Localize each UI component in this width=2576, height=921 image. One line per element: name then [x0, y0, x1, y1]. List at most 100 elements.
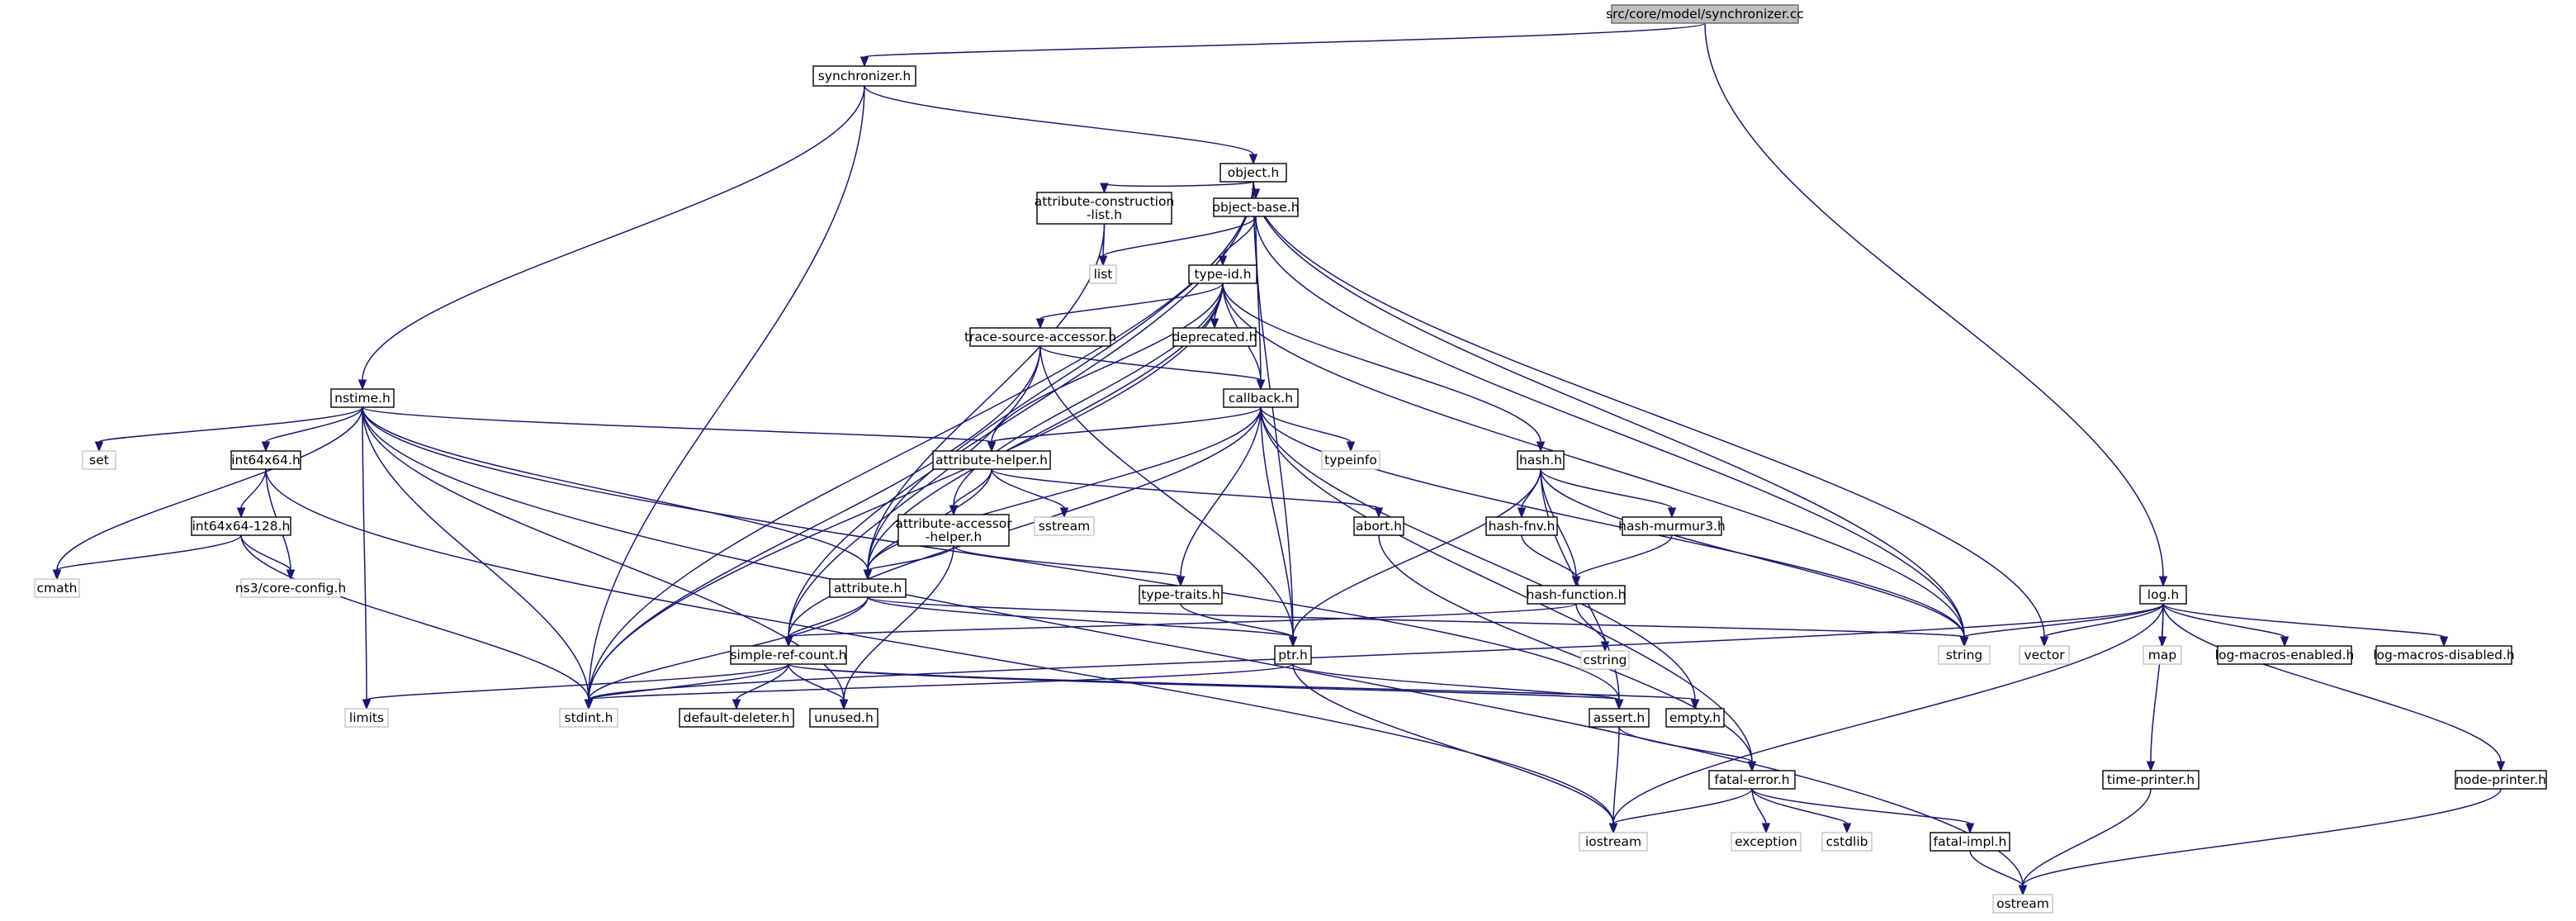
- node-root[interactable]: src/core/model/synchronizer.cc: [1606, 4, 1804, 24]
- node-defdel[interactable]: default-deleter.h: [679, 708, 794, 728]
- node-objectbase[interactable]: object-base.h: [1212, 197, 1300, 217]
- edge-int64x64-to-iostream: [265, 468, 1614, 824]
- node-attrhelper[interactable]: attribute-helper.h: [932, 450, 1051, 470]
- node-fatalerror[interactable]: fatal-error.h: [1708, 770, 1796, 790]
- node-typeid[interactable]: type-id.h: [1188, 264, 1257, 284]
- edge-hashmurmur-to-hashfunc: [1575, 534, 1673, 577]
- node-label-callback: callback.h: [1229, 391, 1293, 406]
- edge-callback-to-ptr: [1260, 406, 1294, 638]
- edge-fatalerror-to-cstdlib: [1751, 788, 1848, 824]
- node-hashfunc[interactable]: hash-function.h: [1527, 585, 1627, 605]
- node-box-typetraits: [1139, 585, 1223, 605]
- arrowhead-log-to-logdis: [2439, 636, 2449, 648]
- edge-simpleref-to-assert: [788, 663, 1620, 700]
- node-nstime[interactable]: nstime.h: [330, 388, 395, 408]
- arrowhead-root-to-log: [2158, 576, 2168, 587]
- edge-nstime-to-set: [98, 406, 363, 443]
- node-object[interactable]: object.h: [1219, 163, 1287, 183]
- arrowhead-assert-to-fatalerror: [1747, 761, 1757, 772]
- node-label-attribute: attribute.h: [834, 581, 902, 596]
- edge-object-to-attribute: [867, 181, 1254, 571]
- node-abort[interactable]: abort.h: [1353, 516, 1404, 536]
- node-simpleref[interactable]: simple-ref-count.h: [730, 645, 847, 665]
- node-box-attracc: [897, 514, 1010, 547]
- arrowhead-ptr-to-assert: [1614, 699, 1624, 710]
- node-hashmurmur[interactable]: hash-murmur3.h: [1618, 516, 1726, 536]
- edge-synchronizer-to-stdint: [588, 85, 865, 700]
- edge-nodeprinter-to-ostream: [2022, 788, 2502, 886]
- node-deprecated[interactable]: deprecated.h: [1172, 327, 1257, 347]
- node-label-timeprinter: time-printer.h: [2107, 772, 2195, 787]
- edge-simpleref-to-defdel: [736, 663, 789, 700]
- node-logdis[interactable]: log-macros-disabled.h: [2373, 645, 2515, 665]
- edge-typeid-to-string: [1222, 282, 1965, 638]
- node-hash[interactable]: hash.h: [1517, 450, 1565, 470]
- node-timeprinter[interactable]: time-printer.h: [2102, 770, 2200, 790]
- node-logen[interactable]: log-macros-enabled.h: [2215, 645, 2355, 665]
- node-box-int128: [191, 516, 291, 536]
- edge-log-to-iostream: [1612, 603, 2164, 824]
- node-label-typetraits: type-traits.h: [1141, 587, 1219, 602]
- arrowhead-log-to-logen: [2280, 636, 2290, 648]
- node-list: list: [1089, 264, 1117, 284]
- node-label-int64x64: int64x64.h: [231, 453, 301, 468]
- node-label-cmath: cmath: [36, 581, 77, 596]
- edge-attrhelper-to-sstream: [991, 468, 1065, 509]
- node-ptr[interactable]: ptr.h: [1274, 645, 1312, 665]
- edge-synchronizer-to-nstime: [362, 85, 865, 381]
- node-label-object: object.h: [1228, 165, 1280, 180]
- edge-simpleref-to-unused: [788, 663, 845, 700]
- edge-objectbase-to-string: [1255, 216, 1965, 638]
- node-attrconst[interactable]: attribute-construction-list.h: [1035, 192, 1175, 225]
- node-box-fatalerror: [1708, 770, 1796, 790]
- node-nodeprinter[interactable]: node-printer.h: [2455, 770, 2547, 790]
- node-box-map: [2143, 645, 2182, 665]
- node-label-simpleref: simple-ref-count.h: [730, 648, 846, 662]
- edge-attribute-to-string: [867, 596, 1965, 638]
- node-label-map: map: [2148, 648, 2176, 662]
- node-label-typeid: type-id.h: [1194, 267, 1251, 282]
- edge-attrhelper-to-abort: [991, 468, 1380, 509]
- node-empty[interactable]: empty.h: [1665, 708, 1725, 728]
- node-attracc[interactable]: attribute-accessor-helper.h: [895, 514, 1012, 547]
- node-label-hash: hash.h: [1519, 453, 1562, 468]
- arrowhead-nstime-to-int64x64: [261, 441, 271, 453]
- node-int64x64[interactable]: int64x64.h: [230, 450, 301, 470]
- node-unused[interactable]: unused.h: [809, 708, 878, 728]
- node-assert[interactable]: assert.h: [1589, 708, 1650, 728]
- edge-nstime-to-attribute: [362, 406, 869, 571]
- edge-callback-to-simpleref: [788, 406, 1262, 638]
- edge-attracc-to-unused: [843, 545, 954, 700]
- node-log[interactable]: log.h: [2139, 585, 2187, 605]
- node-box-nstime: [330, 388, 395, 408]
- node-typetraits[interactable]: type-traits.h: [1139, 585, 1223, 605]
- node-box-ostream: [1992, 894, 2053, 914]
- node-int128[interactable]: int64x64-128.h: [191, 516, 291, 536]
- arrowhead-nstime-to-attrhelper: [987, 441, 997, 453]
- node-box-tracesrc: [969, 327, 1111, 347]
- edge-tracesrc-to-stdint: [588, 345, 1041, 700]
- node-synchronizer[interactable]: synchronizer.h: [812, 65, 916, 87]
- node-label-ostream: ostream: [1996, 896, 2049, 911]
- node-label-string: string: [1946, 648, 1983, 662]
- node-box-defdel: [679, 708, 794, 728]
- node-hashfnv[interactable]: hash-fnv.h: [1485, 516, 1558, 536]
- node-box-list: [1089, 264, 1117, 284]
- arrowhead-attrhelper-to-abort: [1374, 507, 1384, 519]
- arrowhead-fatalerror-to-cstdlib: [1842, 823, 1852, 834]
- edge-root-to-synchronizer: [864, 22, 1706, 58]
- edge-attribute-to-ptr: [867, 596, 1294, 638]
- arrowhead-fatalerror-to-fatalimpl: [1965, 823, 1975, 834]
- node-attribute[interactable]: attribute.h: [829, 578, 907, 598]
- node-box-object: [1219, 163, 1287, 183]
- arrowhead-objectbase-to-list: [1098, 255, 1108, 267]
- node-tracesrc[interactable]: trace-source-accessor.h: [964, 327, 1116, 347]
- node-box-cmath: [34, 578, 80, 598]
- node-box-log: [2139, 585, 2187, 605]
- node-label-vector: vector: [2024, 648, 2065, 662]
- node-fatalimpl[interactable]: fatal-impl.h: [1930, 832, 2010, 852]
- node-callback[interactable]: callback.h: [1223, 388, 1299, 408]
- arrowhead-object-to-attrconst: [1100, 183, 1109, 194]
- edge-object-to-string: [1252, 181, 1965, 638]
- edge-callback-to-typetraits: [1180, 406, 1262, 577]
